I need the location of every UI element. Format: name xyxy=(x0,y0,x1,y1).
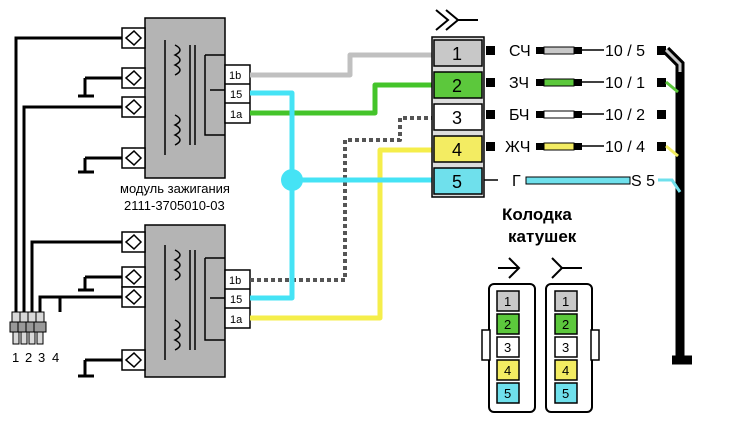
wire-code-4: ЖЧ xyxy=(505,139,530,156)
harness-bundle xyxy=(658,46,692,365)
connector-title-line1: Колодка xyxy=(502,205,572,224)
wire-code-5: Г xyxy=(512,173,521,190)
connector-pin-1 xyxy=(433,39,483,67)
connector-pin-2-label: 2 xyxy=(452,76,462,96)
dashed-wire xyxy=(250,116,432,282)
connector-pin-4-label: 4 xyxy=(452,140,462,160)
connector-pin-3-label: 3 xyxy=(452,108,462,128)
wires xyxy=(250,52,432,321)
ignition-module-top: 1b 15 1a xyxy=(121,17,251,179)
cyan-wire-bottom xyxy=(250,180,295,301)
module-bottom-terminal-15: 15 xyxy=(230,294,242,306)
module-part-number: 2111-3705010-03 xyxy=(124,198,225,213)
wire-dest-4: 10 / 4 xyxy=(605,139,645,156)
wire-dest-1: 10 / 5 xyxy=(605,43,645,60)
plug-left: 1 2 3 4 5 xyxy=(481,257,536,413)
wire-code-3: БЧ xyxy=(509,107,529,124)
connector-title-line2: катушек xyxy=(508,227,577,246)
spark-plug-label-2: 2 xyxy=(25,350,32,365)
wire-dest-2: 10 / 1 xyxy=(605,75,645,92)
connector-pin-5-label: 5 xyxy=(452,172,462,192)
plug-right-pin-3: 3 xyxy=(562,340,569,355)
wire-code-1: СЧ xyxy=(509,43,531,60)
plug-right-pin-2: 2 xyxy=(562,317,569,332)
plug-right: 1 2 3 4 5 xyxy=(545,257,600,413)
module-top-terminal-1a: 1a xyxy=(230,109,243,121)
plug-left-pin-5: 5 xyxy=(504,386,511,401)
double-chevron-icon xyxy=(435,9,478,31)
yellow-wire xyxy=(250,147,432,321)
module-bottom-terminal-1b: 1b xyxy=(229,275,241,287)
connector-pin-2 xyxy=(433,71,483,99)
connector-pin-4 xyxy=(433,135,483,163)
module-bottom-terminal-1a: 1a xyxy=(230,314,243,326)
connector-pin-3 xyxy=(433,103,483,131)
wire-junction xyxy=(281,169,303,191)
cyan-wire-top xyxy=(250,90,295,180)
plug-left-pin-2: 2 xyxy=(504,317,511,332)
plug-left-pin-4: 4 xyxy=(504,363,511,378)
plug-left-pin-3: 3 xyxy=(504,340,511,355)
connector-pin-5 xyxy=(433,167,483,195)
spark-plug-icon xyxy=(17,311,31,345)
spark-plug-label-4: 4 xyxy=(52,350,59,365)
spark-plug-wires xyxy=(14,36,122,378)
spark-plug-icon xyxy=(33,311,47,345)
plug-right-pin-5: 5 xyxy=(562,386,569,401)
plug-right-pin-1: 1 xyxy=(562,294,569,309)
green-wire xyxy=(250,82,432,116)
wire-dest-5: S 5 xyxy=(631,173,655,190)
gray-wire xyxy=(250,52,432,78)
wire-dest-3: 10 / 2 xyxy=(605,107,645,124)
coil-connector-block: 1 2 3 4 5 xyxy=(431,9,485,198)
arrow-right-icon xyxy=(498,257,521,279)
module-caption: модуль зажигания xyxy=(120,181,230,196)
plug-left-pin-1: 1 xyxy=(504,294,511,309)
spark-plug-label-3: 3 xyxy=(38,350,45,365)
plug-right-pin-4: 4 xyxy=(562,363,569,378)
module-top-terminal-15: 15 xyxy=(230,89,242,101)
connector-pin-1-label: 1 xyxy=(452,44,462,64)
harness-wires: СЧ 10 / 5 ЗЧ 10 / 1 БЧ 10 / 2 ЖЧ 10 / 4 xyxy=(484,43,666,190)
fork-arrow-icon xyxy=(551,257,582,279)
wire-code-2: ЗЧ xyxy=(509,75,529,92)
spark-plugs: 1 2 3 4 xyxy=(9,311,59,365)
ignition-module-bottom: 1b 15 1a xyxy=(121,224,251,378)
module-top-terminal-1b: 1b xyxy=(229,70,241,82)
spark-plug-label-1: 1 xyxy=(12,350,19,365)
